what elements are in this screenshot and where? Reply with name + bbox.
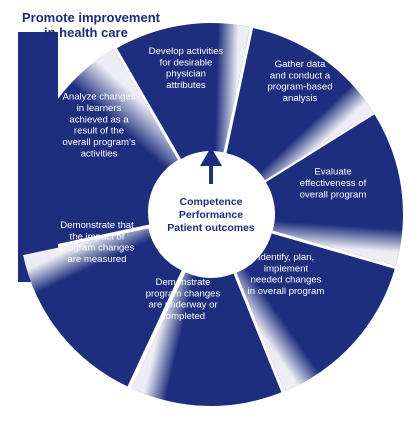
up-arrow-icon	[200, 147, 222, 184]
segment-gather-line-4: analysis	[283, 93, 318, 104]
segment-demonstrate-impact-line-3: program changes	[60, 243, 135, 254]
segment-demonstrate-underway-line-1: Demonstrate	[156, 277, 211, 288]
wheel-segments	[20, 23, 403, 407]
segment-demonstrate-underway-shade	[131, 272, 282, 407]
segment-analyze-line-2: in learners	[77, 103, 122, 114]
segment-identify-line-1: Identify, plan,	[258, 252, 314, 263]
segment-analyze-line-6: activities	[81, 149, 118, 160]
title-line-2: in health care	[44, 25, 128, 40]
segment-identify-line-4: in overall program	[248, 286, 325, 297]
segment-develop-line-4: attributes	[166, 80, 206, 91]
segment-gather-line-3: program-based	[267, 82, 332, 93]
segment-demonstrate-impact-line-1: Demonstrate that	[60, 220, 134, 231]
segment-evaluate-line-2: effectiveness of	[300, 178, 367, 189]
center-line-1: Competence	[179, 196, 242, 208]
center-line-3: Patient outcomes	[167, 222, 255, 234]
segment-develop-line-2: for desirable	[160, 57, 213, 68]
segment-identify-line-2: implement	[264, 263, 309, 274]
segment-analyze-line-1: Analyze changes	[62, 92, 135, 103]
segment-demonstrate-impact-shade	[23, 228, 182, 387]
segment-develop-line-1: Develop activities	[149, 46, 224, 57]
segment-gather-shade	[226, 28, 374, 181]
segment-demonstrate-impact-line-4: are measured	[67, 254, 126, 265]
segment-analyze-shade	[20, 49, 179, 252]
segment-analyze-line-4: result of the	[74, 126, 124, 137]
segment-identify-shade	[236, 233, 395, 392]
segment-evaluate-shade	[265, 114, 403, 266]
segment-analyze-line-3: achieved as a	[69, 114, 129, 125]
segment-evaluate-line-3: overall program	[300, 189, 367, 200]
segment-develop-line-3: physician	[166, 69, 206, 80]
center-line-2: Performance	[179, 209, 243, 221]
segment-evaluate-line-1: Evaluate	[314, 167, 351, 178]
title-line-1: Promote improvement	[22, 10, 161, 25]
segment-gather-line-2: and conduct a	[270, 70, 331, 81]
segment-analyze-line-5: overall program's	[62, 137, 135, 148]
segment-identify-line-3: needed changes	[251, 275, 322, 286]
segment-develop-shade	[117, 23, 251, 160]
segment-gather-line-1: Gather data	[275, 59, 326, 70]
center-circle	[156, 159, 266, 269]
segment-demonstrate-underway-line-2: program changes	[146, 288, 221, 299]
segment-demonstrate-underway-line-3: are underway or	[148, 300, 218, 311]
segment-demonstrate-impact-line-2: the impact of	[70, 231, 125, 242]
segment-demonstrate-underway-line-4: completed	[161, 311, 205, 322]
